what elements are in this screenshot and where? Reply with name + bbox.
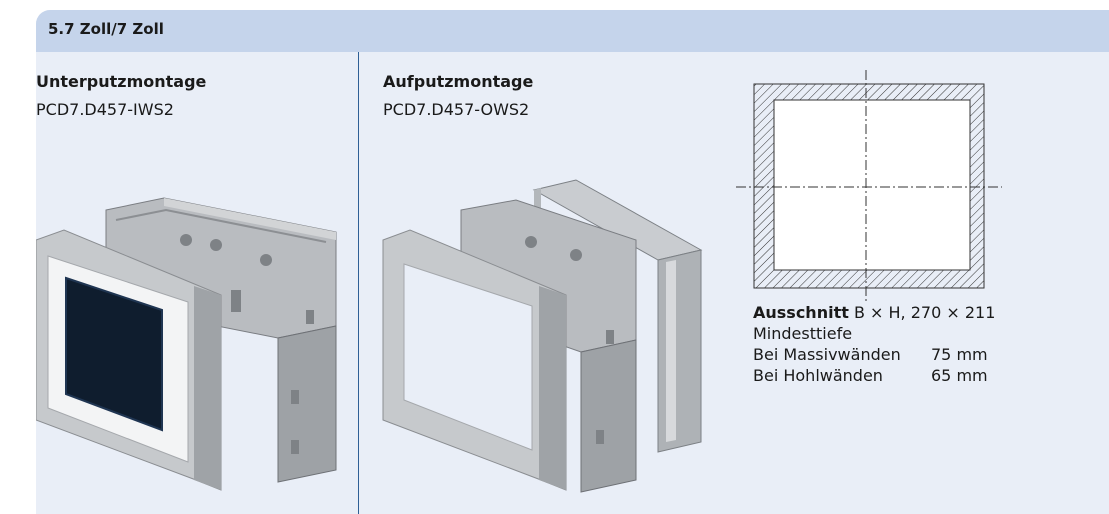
surface-mount-title: Aufputzmontage	[383, 72, 534, 91]
card-title: 5.7 Zoll/7 Zoll	[48, 20, 164, 38]
product-card: 5.7 Zoll/7 Zoll Unterputzmontage PCD7.D4…	[36, 10, 1109, 514]
solid-wall-label: Bei Massivwänden	[753, 345, 901, 364]
cutout-opening	[773, 99, 971, 271]
flush-mount-illustration	[36, 197, 337, 491]
depth-label: Mindesttiefe	[753, 324, 853, 343]
surface-mount-model: PCD7.D457-OWS2	[383, 100, 530, 119]
flush-mount-title: Unterputzmontage	[36, 72, 207, 91]
hollow-wall-row: Bei Hohlwänden 65 mm	[753, 365, 995, 386]
hollow-wall-label: Bei Hohlwänden	[753, 366, 883, 385]
cutout-label: Ausschnitt	[753, 303, 849, 322]
mounting-box-image-2	[460, 199, 637, 493]
cutout-drawing	[736, 70, 1002, 302]
solid-wall-value: 75 mm	[931, 345, 988, 364]
hollow-wall-value: 65 mm	[931, 366, 988, 385]
card-header: 5.7 Zoll/7 Zoll	[36, 10, 1109, 52]
depth-row: Mindesttiefe	[753, 323, 995, 344]
surface-frame-image	[382, 229, 567, 491]
cutout-row: Ausschnitt B × H, 270 × 211	[753, 302, 995, 323]
surface-mount-illustration	[382, 179, 703, 493]
solid-wall-row: Bei Massivwänden 75 mm	[753, 344, 995, 365]
cutout-value: B × H, 270 × 211	[853, 303, 996, 322]
flush-mount-model: PCD7.D457-IWS2	[36, 100, 174, 119]
column-divider	[358, 52, 359, 514]
cutout-specs: Ausschnitt B × H, 270 × 211 Mindesttiefe…	[753, 302, 995, 386]
front-panel-image	[36, 229, 222, 491]
